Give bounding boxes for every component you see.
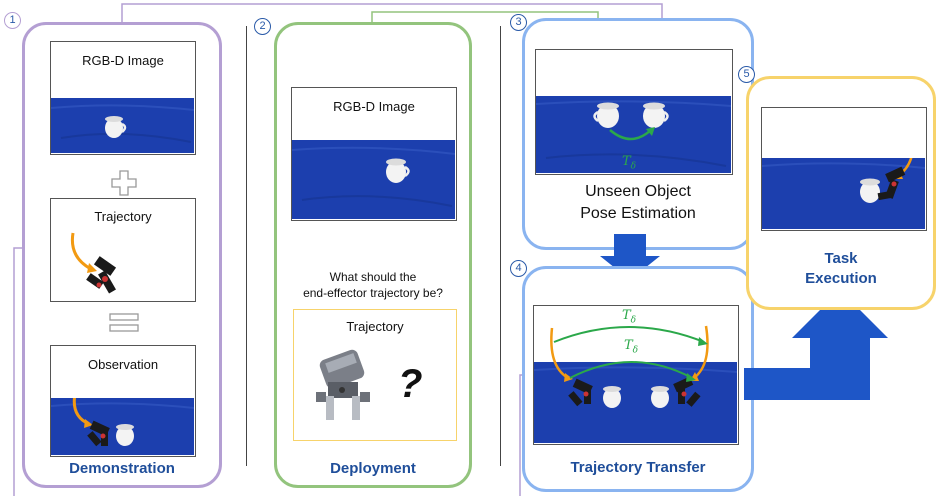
stage-3-number: 3 xyxy=(510,14,527,31)
stage-pose-estimation: Tδ Unseen Object Pose Estimation xyxy=(522,18,754,250)
transfer-transform-symbol-top: T xyxy=(622,308,631,323)
demo-trajectory-panel: Trajectory xyxy=(50,198,196,302)
pose-scene-image xyxy=(536,96,731,173)
demo-rgbd-scene xyxy=(51,98,194,153)
gripper-photo-icon xyxy=(316,349,370,420)
deploy-trajectory-panel: Trajectory ? xyxy=(293,309,457,441)
deployment-label: Deployment xyxy=(330,460,416,477)
demonstration-label: Demonstration xyxy=(69,460,175,477)
stage-demonstration: RGB-D Image Trajectory xyxy=(22,22,222,488)
step-arrow-icon xyxy=(744,290,888,400)
plus-icon xyxy=(111,170,137,196)
stage-task-execution: Task Execution xyxy=(746,76,936,310)
deploy-rgbd-scene xyxy=(292,140,455,219)
deploy-question: What should the end-effector trajectory … xyxy=(303,270,443,300)
deploy-rgbd-panel: RGB-D Image xyxy=(291,87,457,221)
pose-panel: Tδ xyxy=(535,49,733,175)
pose-transform-label: Tδ xyxy=(622,154,636,172)
deploy-rgbd-title: RGB-D Image xyxy=(333,99,415,114)
transfer-transform-subscript-top: δ xyxy=(630,315,637,326)
deploy-trajectory-title: Trajectory xyxy=(346,319,404,334)
transfer-transform-label-bottom: Tδ xyxy=(624,338,638,356)
stage-deployment: RGB-D Image What should the end-effector… xyxy=(274,22,472,488)
trajectory-transfer-label: Trajectory Transfer xyxy=(570,459,706,476)
transfer-transform-subscript-bottom: δ xyxy=(632,345,639,356)
stage-trajectory-transfer: Tδ Tδ Trajectory Transfer xyxy=(522,266,754,492)
stage-2-number: 2 xyxy=(254,18,271,35)
pose-transform-subscript: δ xyxy=(630,161,637,172)
equals-icon xyxy=(109,313,139,332)
cup-icon xyxy=(105,116,127,138)
observation-scene-image xyxy=(51,398,194,455)
demo-observation-title: Observation xyxy=(87,357,159,372)
gripper-icon xyxy=(86,256,117,294)
execution-scene xyxy=(762,158,925,229)
execution-scene-image xyxy=(762,158,925,229)
demo-trajectory-title: Trajectory xyxy=(94,209,152,224)
deploy-scene-image xyxy=(292,140,455,219)
divider-left xyxy=(246,26,247,466)
demo-rgbd-title: RGB-D Image xyxy=(82,53,164,68)
transfer-arcs xyxy=(550,325,709,382)
demo-observation-scene xyxy=(51,398,194,455)
stage-4-number: 4 xyxy=(510,260,527,277)
transfer-transform-symbol-bottom: T xyxy=(624,338,633,353)
down-arrow-icon xyxy=(600,234,660,280)
divider-right xyxy=(500,26,501,466)
unknown-mark: ? xyxy=(398,362,423,406)
transfer-transform-label-top: Tδ xyxy=(622,308,636,326)
demo-rgbd-panel: RGB-D Image xyxy=(50,41,196,155)
stage-1-number: 1 xyxy=(4,12,21,29)
transfer-panel: Tδ Tδ xyxy=(533,305,739,445)
demo-observation-panel: Observation xyxy=(50,345,196,457)
execution-panel xyxy=(761,107,927,231)
pose-scene xyxy=(536,96,731,173)
pose-estimation-label: Unseen Object Pose Estimation xyxy=(580,183,696,222)
stage-5-number: 5 xyxy=(738,66,755,83)
table-scene-image xyxy=(51,98,194,153)
pose-transform-symbol: T xyxy=(622,154,631,169)
demo-trajectory-graphic xyxy=(70,232,117,294)
task-execution-label: Task Execution xyxy=(805,250,877,287)
